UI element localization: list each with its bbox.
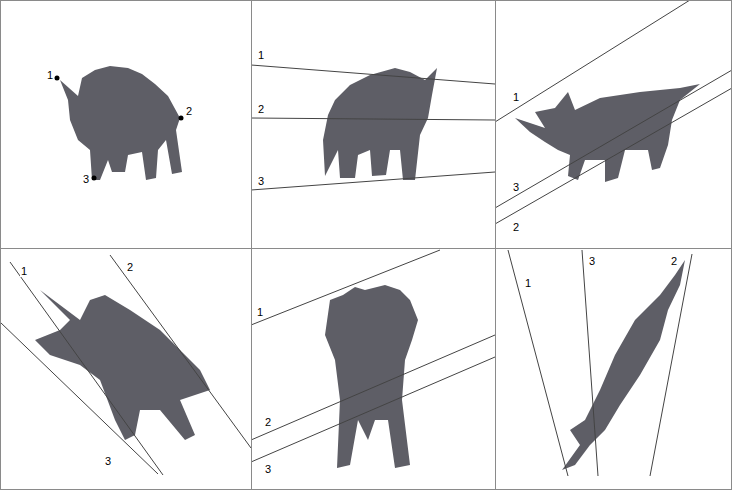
callout-number: 2 xyxy=(257,104,265,115)
callout-number: 2 xyxy=(670,256,678,267)
projection-line xyxy=(0,322,158,474)
grid-line xyxy=(251,0,252,490)
callout-number: 3 xyxy=(82,174,90,185)
projection-line xyxy=(495,0,690,122)
callout-number: 2 xyxy=(512,222,520,233)
projection-line xyxy=(650,254,692,476)
callout-number: 1 xyxy=(524,278,532,289)
dinosaur-silhouette xyxy=(60,66,182,180)
feature-point xyxy=(55,76,60,81)
projection-line xyxy=(582,250,598,476)
feature-point xyxy=(92,176,97,181)
projection-line xyxy=(251,65,495,84)
projection-line xyxy=(10,262,163,475)
dinosaur-silhouette xyxy=(325,285,418,468)
callout-number: 1 xyxy=(46,70,54,81)
feature-points xyxy=(55,76,184,181)
callout-number: 1 xyxy=(256,307,264,318)
projection-line xyxy=(251,250,440,325)
projection-line xyxy=(251,118,495,120)
callout-number: 1 xyxy=(512,92,520,103)
grid-line xyxy=(495,0,496,490)
callout-number: 2 xyxy=(264,417,272,428)
dinosaur-silhouette xyxy=(562,260,685,470)
callout-number: 1 xyxy=(20,266,28,277)
projection-line xyxy=(251,357,495,462)
dinosaur-silhouette xyxy=(515,84,700,182)
callout-number: 3 xyxy=(264,464,272,475)
dinosaur-silhouette xyxy=(323,68,437,180)
projection-line xyxy=(251,172,495,190)
callout-number: 2 xyxy=(185,106,193,117)
projection-line xyxy=(495,88,732,224)
silhouettes xyxy=(35,66,700,470)
callout-number: 2 xyxy=(126,262,134,273)
projection-line xyxy=(110,255,251,448)
feature-point xyxy=(179,116,184,121)
callout-number: 3 xyxy=(104,456,112,467)
projection-line xyxy=(508,250,568,476)
grid-line xyxy=(0,248,732,249)
projection-lines xyxy=(0,0,732,476)
callout-number: 3 xyxy=(588,256,596,267)
callout-number: 3 xyxy=(257,176,265,187)
projection-line xyxy=(495,70,732,208)
dinosaur-silhouette xyxy=(35,290,210,440)
callout-number: 3 xyxy=(512,182,520,193)
projection-line xyxy=(251,335,495,440)
callout-number: 1 xyxy=(257,50,265,61)
